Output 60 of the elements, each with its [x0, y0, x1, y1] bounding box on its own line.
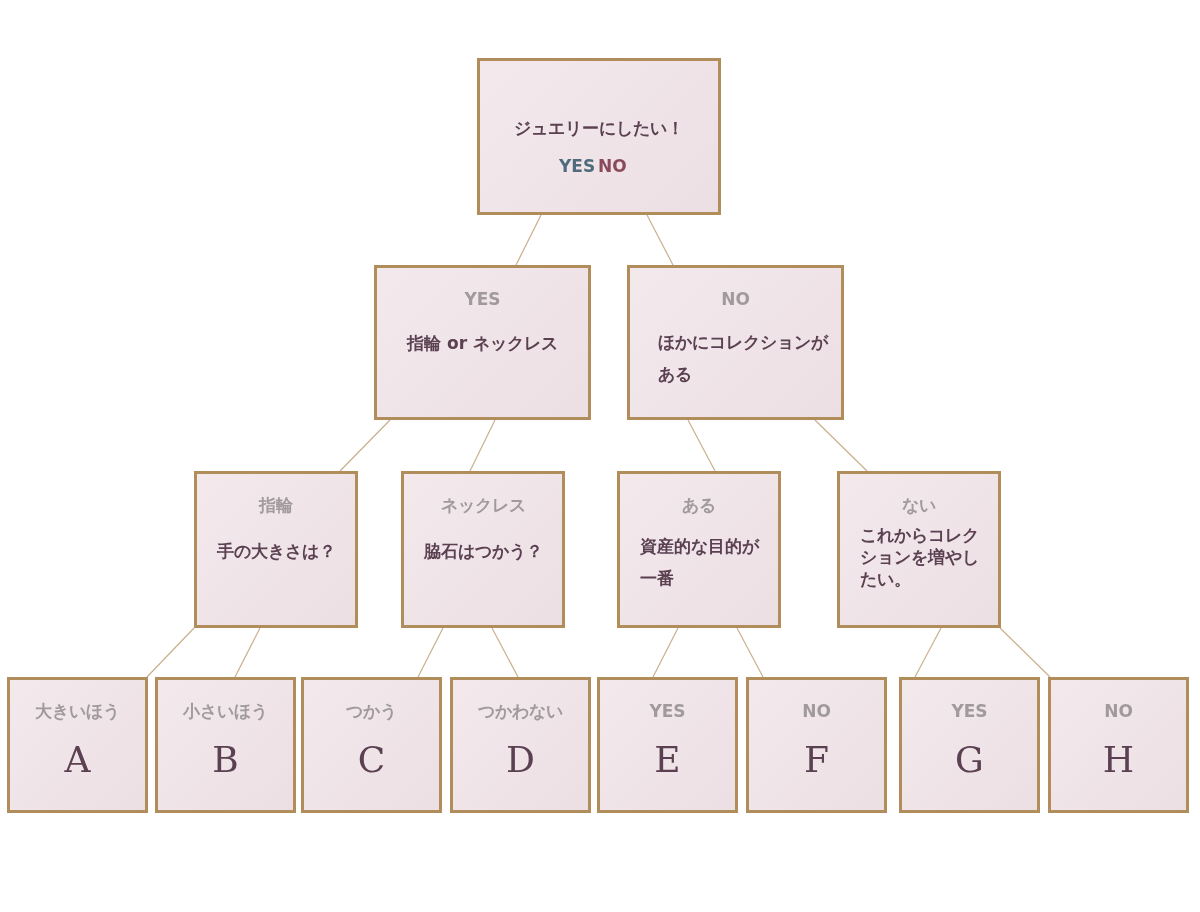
result-box: [450, 677, 591, 813]
connector-line: [515, 214, 542, 266]
answer-heading: NO: [720, 288, 751, 310]
connector-line: [999, 627, 1051, 678]
question-box: [401, 471, 565, 628]
result-letter: A: [63, 738, 92, 782]
answer-heading: NO: [801, 700, 832, 722]
question-text: 脇石はつかう？: [422, 540, 544, 562]
result-box: [597, 677, 738, 813]
answer-heading: NO: [1103, 700, 1134, 722]
result-box: [1048, 677, 1189, 813]
connector-line: [491, 627, 519, 678]
answer-heading: 指輪: [257, 494, 294, 516]
result-box: [301, 677, 442, 813]
question-box: [617, 471, 781, 628]
answer-heading: YES: [648, 700, 687, 722]
question-text: ほかにコレクションがある: [658, 331, 830, 386]
connector-line: [234, 627, 261, 678]
connector-line: [146, 627, 195, 678]
result-letter: E: [653, 738, 682, 782]
answer-heading: YES: [463, 288, 502, 310]
result-box: [7, 677, 148, 813]
question-text: これからコレクションを増やしたい。: [860, 524, 980, 590]
answer-heading: 小さいほう: [182, 700, 269, 722]
question-text: ジュエリーにしたい！: [513, 117, 685, 139]
result-letter: C: [356, 738, 387, 782]
answer-heading: 大きいほう: [34, 700, 121, 722]
connector-line: [417, 627, 444, 678]
question-box: [374, 265, 591, 420]
question-box: [627, 265, 844, 420]
result-letter: G: [954, 738, 985, 782]
answer-heading: ない: [901, 494, 937, 516]
result-letter: D: [505, 738, 536, 782]
connector-line: [646, 214, 674, 266]
no-label: NO: [598, 155, 627, 177]
question-text: 指輪 or ネックレス: [405, 332, 559, 354]
connector-line: [469, 419, 496, 472]
question-box: [194, 471, 358, 628]
connector-line: [687, 419, 716, 472]
answer-heading: YES: [950, 700, 989, 722]
connector-line: [814, 419, 868, 472]
connector-line: [914, 627, 942, 678]
question-text: 手の大きさは？: [215, 540, 337, 562]
answer-heading: ある: [681, 494, 717, 516]
answer-heading: つかう: [345, 700, 398, 722]
answer-heading: ネックレス: [439, 494, 527, 516]
yes-label: YES: [559, 155, 596, 177]
connector-line: [736, 627, 764, 678]
result-letter: B: [211, 738, 240, 782]
connector-line: [339, 419, 391, 472]
result-box: [155, 677, 296, 813]
result-letter: F: [803, 738, 830, 782]
question-box: [477, 58, 721, 215]
answer-heading: つかわない: [477, 700, 564, 722]
result-box: [899, 677, 1040, 813]
result-letter: H: [1101, 738, 1136, 782]
question-text: 資産的な目的が一番: [640, 535, 761, 590]
connector-line: [652, 627, 679, 678]
question-box: [837, 471, 1001, 628]
result-box: [746, 677, 887, 813]
